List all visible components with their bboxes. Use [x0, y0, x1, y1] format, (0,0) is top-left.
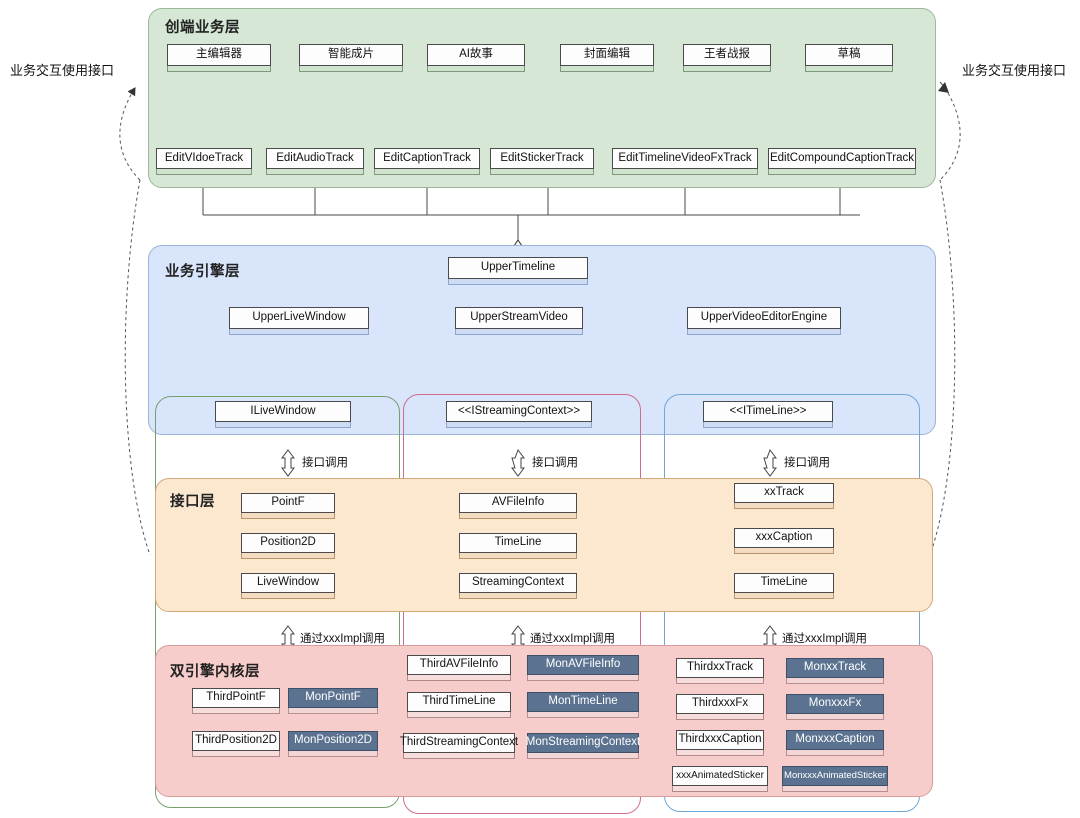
track-box-edit-timeline-videofx[interactable]: EditTimelineVideoFxTrack	[612, 148, 758, 175]
interface-node-istreamingcontext[interactable]: <<IStreamingContext>>	[446, 401, 592, 428]
engine-node-upper-video-editor-engine[interactable]: UpperVideoEditorEngine	[687, 307, 841, 335]
engine-layer-title: 业务引擎层	[165, 264, 240, 280]
engine-node-upper-timeline[interactable]: UpperTimeline	[448, 257, 588, 285]
kernel-box-thirdxxxcaption[interactable]: ThirdxxxCaption	[676, 730, 764, 756]
kernel-box-montimeline[interactable]: MonTimeLine	[527, 692, 639, 718]
kernel-box-monstreamingcontext[interactable]: MonStreamingContext	[526, 733, 640, 759]
app-box-king-report[interactable]: 王者战报	[683, 44, 771, 72]
track-box-edit-sticker[interactable]: EditStickerTrack	[490, 148, 594, 175]
track-box-edit-caption[interactable]: EditCaptionTrack	[374, 148, 480, 175]
interface-node-itimeline[interactable]: <<ITimeLine>>	[703, 401, 833, 428]
app-box-main-editor[interactable]: 主编辑器	[167, 44, 271, 72]
kernel-box-monposition2d[interactable]: MonPosition2D	[288, 731, 378, 757]
kernel-box-thirdavfileinfo[interactable]: ThirdAVFileInfo	[407, 655, 511, 681]
kernel-layer-title: 双引擎内核层	[170, 664, 260, 680]
interface-box-timeline2[interactable]: TimeLine	[734, 573, 834, 599]
engine-node-upper-stream-video[interactable]: UpperStreamVideo	[455, 307, 583, 335]
track-box-edit-audio[interactable]: EditAudioTrack	[266, 148, 364, 175]
right-side-label: 业务交互使用接口	[962, 63, 1067, 78]
interface-box-livewindow[interactable]: LiveWindow	[241, 573, 335, 599]
kernel-box-thirdstreamingcontext[interactable]: ThirdStreamingContext	[400, 733, 518, 759]
kernel-box-thirdtimeline[interactable]: ThirdTimeLine	[407, 692, 511, 718]
call-label-impl-col3: 通过xxxImpl调用	[782, 633, 867, 645]
kernel-box-thirdposition2d[interactable]: ThirdPosition2D	[192, 731, 280, 757]
call-label-interface-col3: 接口调用	[784, 457, 830, 469]
kernel-box-monxxtrack[interactable]: MonxxTrack	[786, 658, 884, 684]
interface-box-xxxcaption[interactable]: xxxCaption	[734, 528, 834, 554]
track-box-edit-compound-caption[interactable]: EditCompoundCaptionTrack	[768, 148, 916, 175]
app-box-smart-clip[interactable]: 智能成片	[299, 44, 403, 72]
kernel-box-thirdxxtrack[interactable]: ThirdxxTrack	[676, 658, 764, 684]
track-box-edit-video[interactable]: EditVIdoeTrack	[156, 148, 252, 175]
kernel-box-monavfileinfo[interactable]: MonAVFileInfo	[527, 655, 639, 681]
call-label-interface-col1: 接口调用	[302, 457, 348, 469]
call-label-interface-col2: 接口调用	[532, 457, 578, 469]
call-label-impl-col2: 通过xxxImpl调用	[530, 633, 615, 645]
interface-box-pointf[interactable]: PointF	[241, 493, 335, 519]
business-layer-title: 创端业务层	[165, 20, 240, 36]
interface-box-avfileinfo[interactable]: AVFileInfo	[459, 493, 577, 519]
app-box-cover-edit[interactable]: 封面编辑	[560, 44, 654, 72]
app-box-draft[interactable]: 草稿	[805, 44, 893, 72]
kernel-box-thirdpointf[interactable]: ThirdPointF	[192, 688, 280, 714]
interface-box-position2d[interactable]: Position2D	[241, 533, 335, 559]
interface-box-streamingcontext[interactable]: StreamingContext	[459, 573, 577, 599]
engine-node-upper-live-window[interactable]: UpperLiveWindow	[229, 307, 369, 335]
left-side-label: 业务交互使用接口	[10, 63, 115, 78]
interface-box-timeline[interactable]: TimeLine	[459, 533, 577, 559]
kernel-box-thirdxxxfx[interactable]: ThirdxxxFx	[676, 694, 764, 720]
kernel-box-monxxxfx[interactable]: MonxxxFx	[786, 694, 884, 720]
interface-node-ilivewindow[interactable]: ILiveWindow	[215, 401, 351, 428]
interface-layer-title: 接口层	[170, 494, 215, 510]
app-box-ai-story[interactable]: AI故事	[427, 44, 525, 72]
kernel-box-monxxxcaption[interactable]: MonxxxCaption	[786, 730, 884, 756]
call-label-impl-col1: 通过xxxImpl调用	[300, 633, 385, 645]
kernel-box-xxxanimatedsticker[interactable]: xxxAnimatedSticker	[672, 766, 768, 792]
kernel-box-monxxxanimatedsticker[interactable]: MonxxxAnimatedSticker	[782, 766, 888, 792]
kernel-box-monpointf[interactable]: MonPointF	[288, 688, 378, 714]
interface-box-xxtrack[interactable]: xxTrack	[734, 483, 834, 509]
